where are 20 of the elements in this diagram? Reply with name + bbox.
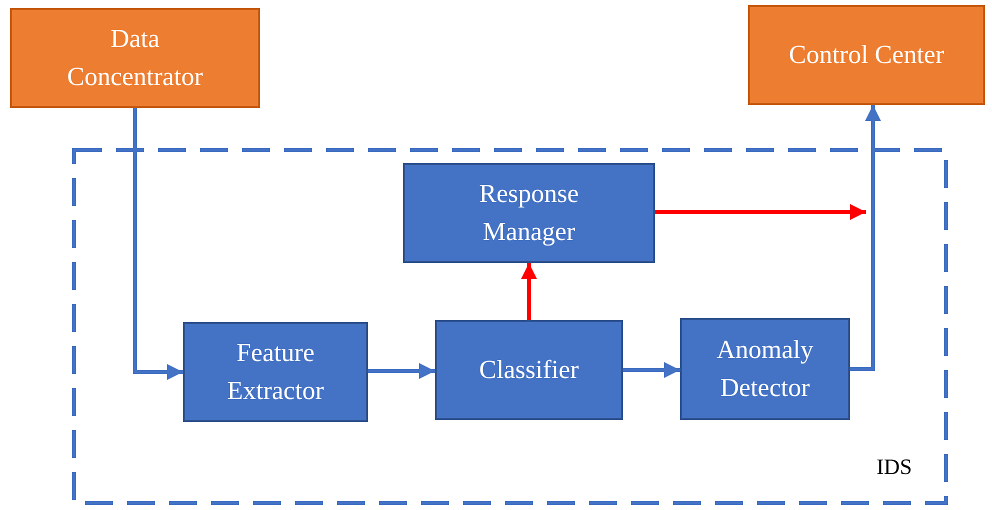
process-box bbox=[403, 163, 655, 263]
arrow bbox=[368, 363, 435, 379]
process-box bbox=[183, 322, 368, 422]
process-box bbox=[435, 320, 623, 420]
box-label: Anomaly Detector bbox=[716, 334, 814, 404]
arrow bbox=[850, 105, 881, 371]
box-label: Control Center bbox=[788, 39, 946, 71]
dashed-boundary bbox=[72, 148, 948, 505]
arrow bbox=[521, 263, 537, 320]
process-box bbox=[10, 8, 260, 108]
box-label: Classifier bbox=[478, 354, 580, 386]
arrow bbox=[133, 108, 183, 380]
process-box bbox=[748, 5, 985, 105]
box-label: Data Concentrator bbox=[66, 23, 204, 93]
boundary-label: IDS bbox=[876, 453, 912, 481]
box-label: Response Manager bbox=[478, 178, 580, 248]
arrow bbox=[623, 362, 680, 378]
arrow bbox=[655, 204, 866, 220]
process-box bbox=[680, 318, 850, 420]
box-label: Feature Extractor bbox=[226, 337, 325, 407]
